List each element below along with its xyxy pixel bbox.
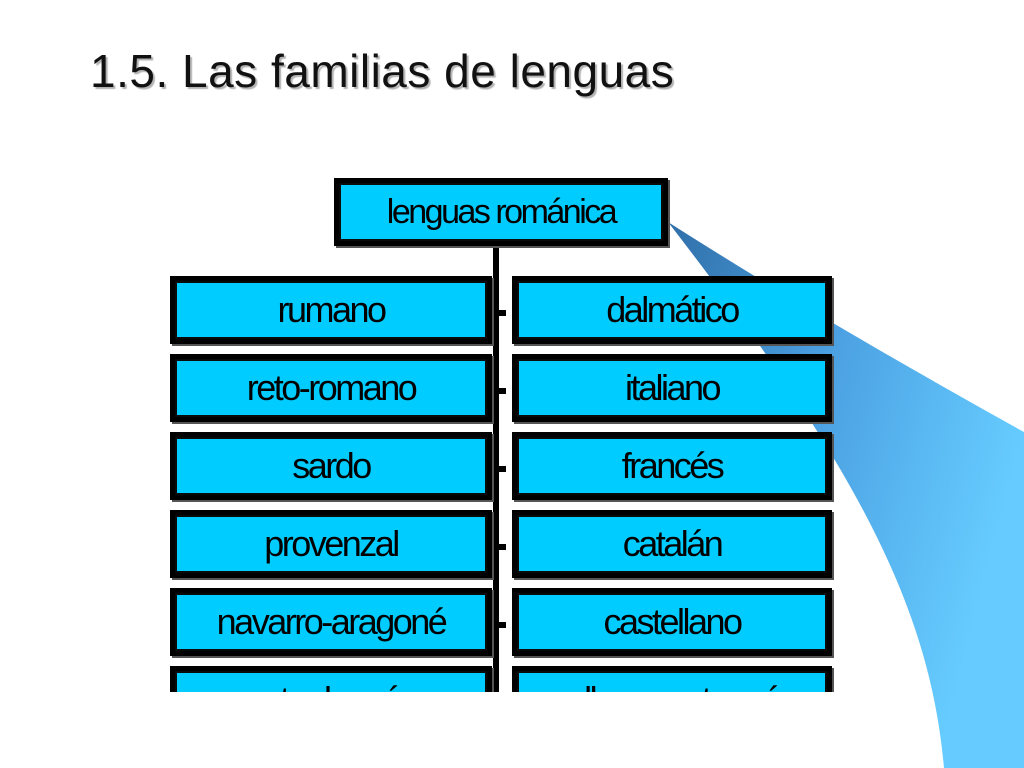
root-node: lenguas románica [334,178,668,246]
node-right-2: italiano [512,354,832,422]
connector-line [486,466,506,472]
connector-line [486,544,506,550]
node-left-1: rumano [170,276,492,344]
language-family-tree: lenguas románica rumano reto-romano sard… [150,170,870,692]
node-left-3: sardo [170,432,492,500]
node-left-5: navarro-aragoné [170,588,492,656]
connector-line [486,388,506,394]
node-right-6: gallego-portugués [512,666,832,692]
connector-line [486,622,506,628]
node-left-2: reto-romano [170,354,492,422]
node-right-1: dalmático [512,276,832,344]
node-left-4: provenzal [170,510,492,578]
node-left-6: astur-leonés [170,666,492,692]
slide-title: 1.5. Las familias de lenguas [90,45,675,97]
node-right-4: catalán [512,510,832,578]
node-right-5: castellano [512,588,832,656]
node-right-3: francés [512,432,832,500]
connector-line [486,310,506,316]
